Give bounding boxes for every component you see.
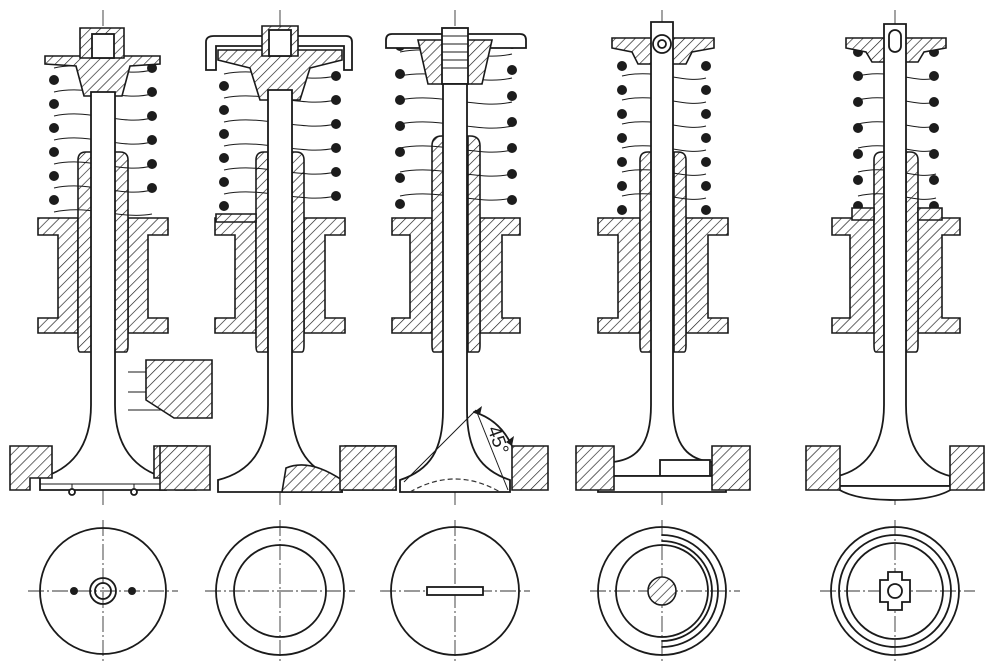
valve-assembly-3: 45°: [339, 10, 549, 662]
plan-view-3: [380, 520, 530, 662]
plan-view-4: [590, 520, 740, 662]
plan-view-5: [820, 520, 975, 662]
seat-angle-label: 45°: [483, 423, 513, 457]
valve-assembly-1: [9, 10, 213, 662]
plan-view-2: [205, 520, 355, 662]
valve-assembly-4: [575, 10, 751, 662]
plan-view-1: [28, 520, 178, 662]
valve-assembly-2: [159, 10, 397, 662]
seat-detail-inset: [128, 359, 213, 419]
valve-assembly-5: [805, 10, 985, 662]
